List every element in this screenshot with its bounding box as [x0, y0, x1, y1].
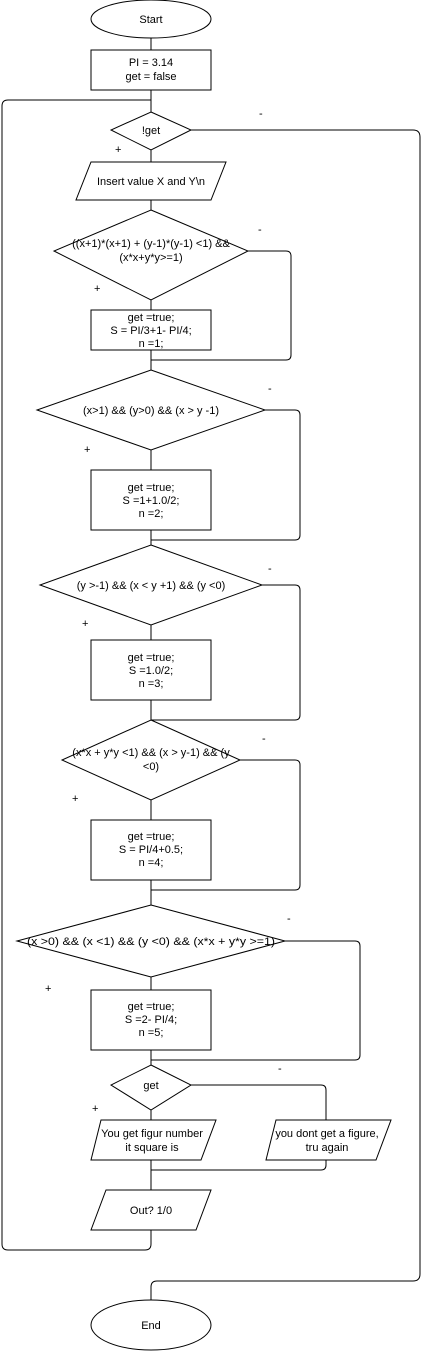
act4-line-1: get =true; — [128, 831, 175, 843]
cond3-no-mark: - — [268, 563, 272, 575]
cond5-node: (x >0) && (x <1) && (y <0) && (x*x + y*y… — [15, 904, 287, 978]
loop-decision-node: !get — [109, 111, 193, 151]
act4-process — [90, 819, 212, 881]
init-process — [90, 49, 212, 91]
act2-line-3: n =2; — [139, 508, 164, 520]
cond4-no-mark: - — [262, 733, 266, 745]
act5-node: get =true; S =2- PI/4; n =5; — [90, 989, 212, 1051]
end-label: End — [141, 1320, 161, 1332]
end-node: End — [90, 1299, 212, 1351]
cond1-line-1: ((x+1)*(x+1) + (y-1)*(y-1) <1) && — [72, 238, 230, 250]
check-node: get — [109, 1064, 193, 1111]
output-label: Out? 1/0 — [130, 1205, 172, 1217]
edge-cond2-no — [151, 409, 301, 541]
end-terminator — [90, 1299, 212, 1351]
out-no-parallelogram — [265, 1119, 392, 1161]
check-no-mark: - — [278, 1063, 282, 1075]
edge-cond1-no — [151, 250, 292, 361]
out-no-line-2: tru again — [306, 1142, 349, 1154]
edge-cond4-no — [151, 759, 301, 891]
out-yes-line-1: You get figur number — [101, 1128, 203, 1140]
act3-line-2: S =1.0/2; — [129, 665, 173, 677]
act3-line-1: get =true; — [128, 652, 175, 664]
connectors — [1, 38, 421, 1300]
start-label: Start — [139, 14, 162, 26]
output-parallelogram — [90, 1189, 212, 1231]
edge-loop-exit — [150, 129, 421, 1300]
cond4-line-1: (x*x + y*y <1) && (x > y-1) && (y — [72, 747, 230, 759]
init-line-1: PI = 3.14 — [129, 57, 173, 69]
cond1-no-mark: - — [258, 224, 262, 236]
act5-line-2: S =2- PI/4; — [125, 1014, 177, 1026]
cond5-label: (x >0) && (x <1) && (y <0) && (x*x + y*y… — [27, 936, 275, 948]
cond4-line-2: <0) — [143, 761, 159, 773]
cond2-node: (x>1) && (y>0) && (x > y -1) — [35, 369, 267, 451]
cond2-label: (x>1) && (y>0) && (x > y -1) — [83, 405, 219, 417]
edge-loop-back — [1, 99, 152, 1251]
act1-line-3: n =1; — [139, 338, 164, 350]
act5-line-1: get =true; — [128, 1001, 175, 1013]
act1-line-2: S = PI/3+1- PI/4; — [110, 325, 191, 337]
cond5-no-mark: - — [287, 913, 291, 925]
act3-node: get =true; S =1.0/2; n =3; — [90, 639, 212, 701]
out-yes-node: You get figur number it square is — [90, 1119, 217, 1161]
act1-process — [90, 309, 212, 351]
cond3-yes-mark: + — [82, 618, 88, 630]
act4-line-2: S = PI/4+0.5; — [119, 844, 183, 856]
cond1-yes-mark: + — [94, 283, 100, 295]
out-yes-line-2: it square is — [125, 1142, 179, 1154]
cond3-decision — [38, 544, 264, 626]
out-no-line-1: you dont get a figure, — [275, 1128, 378, 1140]
cond2-decision — [35, 369, 267, 451]
cond4-yes-mark: + — [72, 793, 78, 805]
loop-yes-mark: + — [115, 144, 121, 156]
cond1-node: ((x+1)*(x+1) + (y-1)*(y-1) <1) && (x*x+y… — [52, 209, 250, 301]
output-node: Out? 1/0 — [90, 1189, 212, 1231]
cond2-no-mark: - — [268, 383, 272, 395]
act3-line-3: n =3; — [139, 678, 164, 690]
act5-line-3: n =5; — [139, 1027, 164, 1039]
loop-decision — [109, 111, 193, 151]
cond2-yes-mark: + — [84, 444, 90, 456]
edge-cond3-no — [151, 584, 301, 721]
act4-line-3: n =4; — [139, 857, 164, 869]
cond4-node: (x*x + y*y <1) && (x > y-1) && (y <0) — [60, 719, 242, 801]
start-terminator — [90, 0, 212, 39]
act2-process — [90, 469, 212, 531]
check-decision — [109, 1064, 193, 1111]
act2-line-1: get =true; — [128, 482, 175, 494]
act3-process — [90, 639, 212, 701]
loop-decision-label: !get — [142, 125, 160, 137]
act2-node: get =true; S =1+1.0/2; n =2; — [90, 469, 212, 531]
init-node: PI = 3.14 get = false — [90, 49, 212, 91]
edge-outno-merge — [151, 1160, 327, 1171]
cond1-line-2: (x*x+y*y>=1) — [119, 252, 182, 264]
cond4-decision — [60, 719, 242, 801]
act1-node: get =true; S = PI/3+1- PI/4; n =1; — [90, 309, 212, 351]
input-node: Insert value X and Y\n — [75, 161, 227, 201]
cond1-decision — [52, 209, 250, 301]
check-label: get — [143, 1080, 158, 1092]
check-yes-mark: + — [92, 1103, 98, 1115]
edge-cond5-no — [151, 940, 361, 1061]
cond5-decision — [15, 904, 287, 978]
cond3-node: (y >-1) && (x < y +1) && (y <0) — [38, 544, 264, 626]
act5-process — [90, 989, 212, 1051]
act4-node: get =true; S = PI/4+0.5; n =4; — [90, 819, 212, 881]
input-parallelogram — [75, 161, 227, 201]
start-node: Start — [90, 0, 212, 39]
out-no-node: you dont get a figure, tru again — [265, 1119, 392, 1161]
branch-marks: - + - + - + - + - + - + - + — [45, 108, 291, 1115]
out-yes-parallelogram — [90, 1119, 217, 1161]
edge-check-no — [191, 1084, 327, 1120]
init-line-2: get = false — [125, 71, 176, 83]
input-label: Insert value X and Y\n — [97, 176, 205, 188]
act1-line-1: get =true; — [128, 312, 175, 324]
act2-line-2: S =1+1.0/2; — [123, 495, 180, 507]
cond3-label: (y >-1) && (x < y +1) && (y <0) — [77, 580, 226, 592]
cond5-yes-mark: + — [45, 983, 51, 995]
loop-no-mark: - — [259, 108, 263, 120]
